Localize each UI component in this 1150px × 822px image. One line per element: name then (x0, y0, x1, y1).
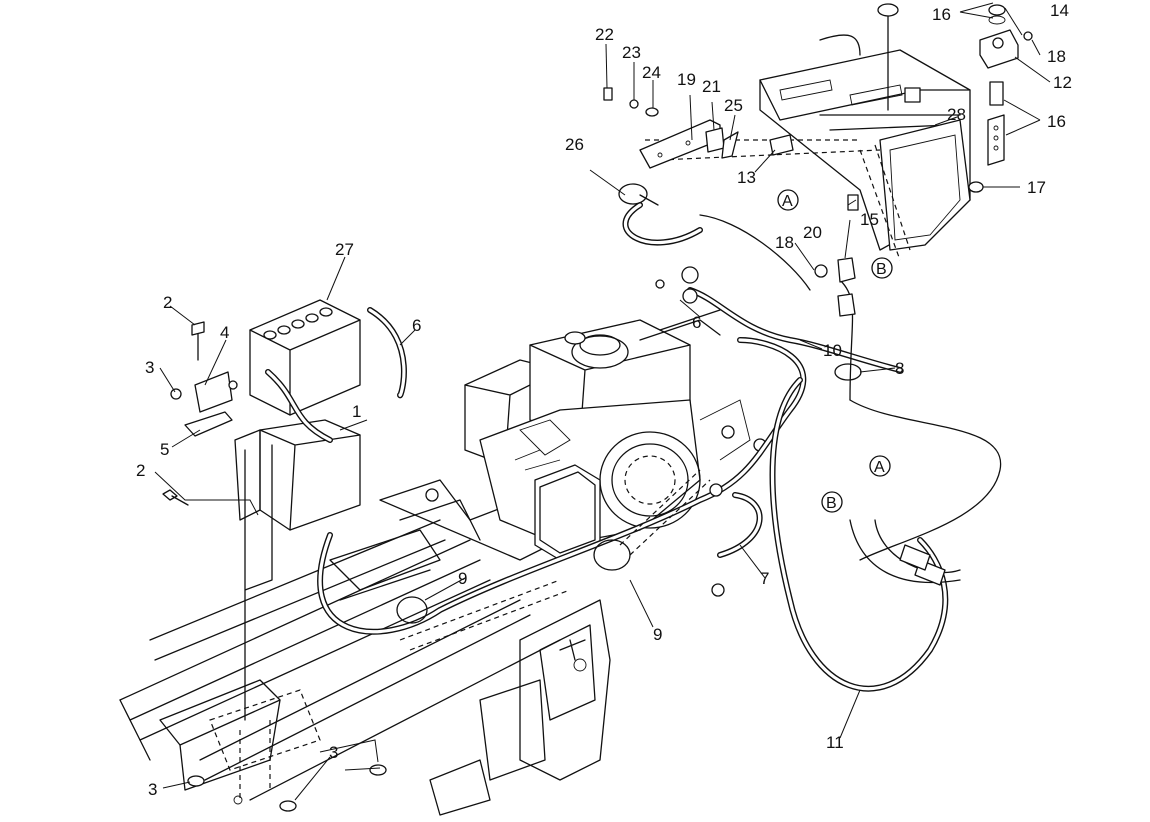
callout-6-engine: 6 (692, 313, 701, 332)
callout-28: 28 (947, 105, 966, 124)
callout-16-right: 16 (1047, 112, 1066, 131)
callout-23: 23 (622, 43, 641, 62)
callout-14: 14 (1050, 1, 1069, 20)
callout-20: 20 (803, 223, 822, 242)
callout-10: 10 (823, 341, 842, 360)
callout-5: 5 (160, 440, 169, 459)
connector-markers: A B A B (777, 189, 893, 513)
leader-lines (154, 2, 1051, 801)
callout-17: 17 (1027, 178, 1046, 197)
callout-2-lower: 2 (136, 461, 145, 480)
callout-18-right: 18 (1047, 47, 1066, 66)
callout-18-mid: 18 (775, 233, 794, 252)
chassis-frame (119, 469, 641, 816)
control-panel (603, 3, 1033, 317)
callout-11: 11 (826, 733, 844, 752)
callout-labels: 1 2 2 3 3 3 4 5 6 6 7 8 9 9 10 11 12 13 … (136, 1, 1072, 799)
connector-a-lower: A (869, 455, 891, 477)
svg-text:B: B (826, 495, 837, 512)
callout-6-battery: 6 (412, 316, 421, 335)
connector-b-upper: B (871, 257, 893, 279)
svg-text:A: A (874, 459, 885, 476)
callout-9-left: 9 (458, 569, 467, 588)
callout-15: 15 (860, 210, 879, 229)
engine-assembly (425, 309, 767, 597)
svg-text:A: A (782, 193, 793, 210)
callout-2-top: 2 (163, 293, 172, 312)
callout-24: 24 (642, 63, 661, 82)
callout-27: 27 (335, 240, 354, 259)
callout-3-left: 3 (145, 358, 154, 377)
callout-21: 21 (702, 77, 721, 96)
callout-12: 12 (1053, 73, 1072, 92)
callout-13: 13 (737, 168, 756, 187)
callout-9-right: 9 (653, 625, 662, 644)
svg-text:B: B (876, 261, 887, 278)
battery-assembly (162, 299, 407, 812)
callout-1: 1 (352, 402, 361, 421)
callout-26: 26 (565, 135, 584, 154)
callout-7: 7 (760, 569, 769, 588)
callout-25: 25 (724, 96, 743, 115)
callout-8: 8 (895, 359, 904, 378)
connector-a-upper: A (777, 189, 799, 211)
callout-19: 19 (677, 70, 696, 89)
callout-3-bottom-right: 3 (329, 743, 338, 762)
connector-b-lower: B (821, 491, 843, 513)
callout-22: 22 (595, 25, 614, 44)
wire-harness (317, 202, 1002, 692)
callout-16-top: 16 (932, 5, 951, 24)
battery-caps (263, 307, 333, 340)
callout-4: 4 (220, 323, 229, 342)
callout-3-bottom-left: 3 (148, 780, 157, 799)
